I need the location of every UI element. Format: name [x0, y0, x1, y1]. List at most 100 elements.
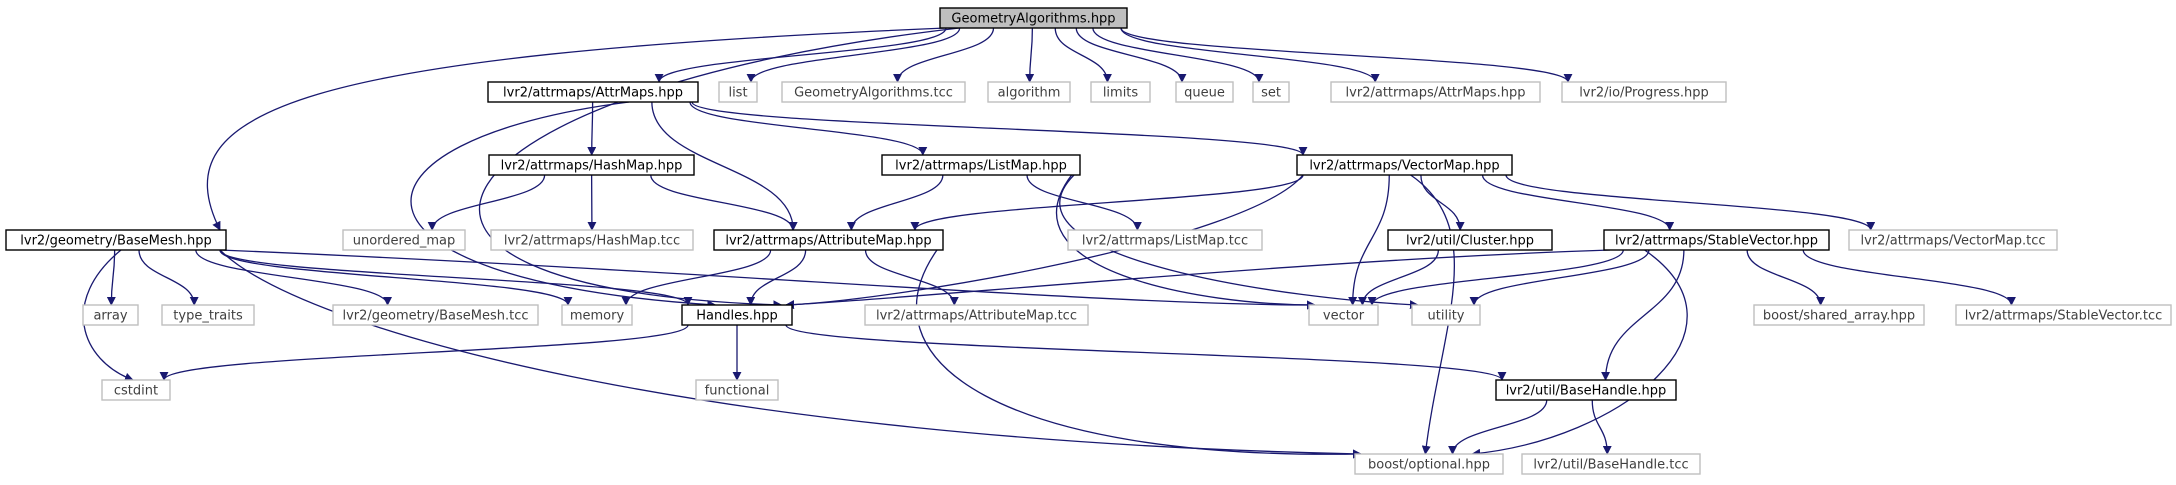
node-box — [1387, 229, 1553, 251]
node-geometry-algorithms-hpp[interactable]: GeometryAlgorithms.hpp — [939, 7, 1128, 29]
edge-basemesh-hpp-to-basemesh-tcc — [195, 249, 393, 306]
node-label: GeometryAlgorithms.hpp — [951, 12, 1115, 27]
node-box — [1955, 304, 2172, 326]
edge-geometry-algorithms-hpp-to-queue — [1075, 27, 1187, 83]
node-handles-hpp[interactable]: Handles.hpp — [681, 304, 793, 326]
node-attrmaps-attrmaps-hpp[interactable]: lvr2/attrmaps/AttrMaps.hpp — [487, 81, 699, 103]
node-type-traits: type_traits — [161, 304, 255, 326]
node-box — [987, 81, 1071, 103]
node-label: lvr2/attrmaps/HashMap.tcc — [504, 234, 680, 249]
node-box — [1175, 81, 1234, 103]
node-label: lvr2/util/Cluster.hpp — [1406, 234, 1534, 249]
edge-basehandle-hpp-to-optional-hpp — [1448, 399, 1548, 455]
edge-attributemap-hpp-to-attributemap-tcc — [864, 249, 959, 306]
node-utility: utility — [1411, 304, 1481, 326]
edge-stablevector-hpp-to-stablevector-tcc — [1802, 249, 2016, 306]
edge-hashmap-hpp-to-unordered-map — [427, 174, 546, 231]
node-box — [1067, 229, 1263, 251]
node-set: set — [1252, 81, 1290, 103]
node-box — [332, 304, 539, 326]
node-functional: functional — [695, 379, 779, 401]
node-stablevector-hpp[interactable]: lvr2/attrmaps/StableVector.hpp — [1603, 229, 1830, 251]
node-box — [681, 304, 793, 326]
edge-hashmap-hpp-to-attributemap-hpp — [650, 174, 798, 231]
node-box — [718, 81, 758, 103]
node-box — [1296, 154, 1513, 176]
node-label: set — [1261, 86, 1281, 101]
node-box — [1354, 453, 1504, 475]
node-label: boost/shared_array.hpp — [1763, 309, 1915, 324]
node-label: boost/optional.hpp — [1368, 458, 1490, 473]
edge-stablevector-hpp-to-basehandle-hpp — [1601, 249, 1685, 381]
node-box — [488, 154, 695, 176]
node-label: unordered_map — [353, 234, 456, 249]
edge-basemesh-hpp-to-cstdint — [82, 249, 134, 382]
edge-listmap-hpp-to-vector — [1055, 174, 1316, 310]
node-cstdint: cstdint — [101, 379, 171, 401]
edge-listmap-hpp-to-listmap-tcc — [1026, 174, 1142, 231]
node-label: lvr2/attrmaps/VectorMap.hpp — [1309, 159, 1499, 174]
node-memory: memory — [561, 304, 633, 326]
edge-stablevector-hpp-to-optional-hpp — [1471, 249, 1688, 458]
node-label: utility — [1428, 309, 1465, 324]
node-basehandle-hpp[interactable]: lvr2/util/BaseHandle.hpp — [1495, 379, 1677, 401]
edge-geometry-algorithms-hpp-to-attrmaps-attrmaps-hpp — [654, 27, 947, 83]
edge-geometry-algorithms-hpp-to-list — [746, 27, 961, 83]
node-hashmap-hpp[interactable]: lvr2/attrmaps/HashMap.hpp — [488, 154, 695, 176]
node-label: type_traits — [173, 309, 243, 324]
edge-attrmaps-attrmaps-hpp-to-vectormap-hpp — [691, 101, 1308, 156]
node-box — [781, 81, 966, 103]
node-box — [342, 229, 466, 251]
node-listmap-hpp[interactable]: lvr2/attrmaps/ListMap.hpp — [881, 154, 1081, 176]
node-list: list — [718, 81, 758, 103]
edge-attrmaps-attrmaps-hpp-to-listmap-hpp — [689, 101, 928, 156]
edge-basehandle-hpp-to-basehandle-tcc — [1591, 399, 1612, 455]
edge-vectormap-hpp-to-cluster-hpp — [1420, 174, 1465, 231]
edge-attrmaps-attrmaps-hpp-to-attributemap-hpp — [651, 101, 798, 231]
node-box — [1252, 81, 1290, 103]
node-label: lvr2/attrmaps/HashMap.hpp — [501, 159, 683, 174]
edge-vectormap-hpp-to-handles-hpp — [785, 174, 1304, 310]
node-label: functional — [705, 384, 770, 399]
node-label: vector — [1323, 309, 1365, 324]
edge-stablevector-hpp-to-shared-array-hpp — [1746, 249, 1826, 306]
node-label: lvr2/util/BaseHandle.tcc — [1533, 458, 1688, 473]
node-label: memory — [570, 309, 625, 324]
node-stablevector-tcc: lvr2/attrmaps/StableVector.tcc — [1955, 304, 2172, 326]
node-label: lvr2/io/Progress.hpp — [1579, 86, 1709, 101]
edge-geometry-algorithms-hpp-to-set — [1092, 27, 1264, 83]
node-label: lvr2/util/BaseHandle.hpp — [1506, 384, 1667, 399]
node-attributemap-hpp[interactable]: lvr2/attrmaps/AttributeMap.hpp — [713, 229, 944, 251]
node-box — [1308, 304, 1379, 326]
edge-vectormap-hpp-to-optional-hpp — [1410, 174, 1456, 455]
edge-geometry-algorithms-hpp-to-io-progress-hpp — [1120, 27, 1573, 83]
edge-basemesh-hpp-to-memory — [219, 249, 573, 306]
node-attrmaps-attrmaps-hpp-ext: lvr2/attrmaps/AttrMaps.hpp — [1330, 81, 1541, 103]
node-box — [487, 81, 699, 103]
node-box — [1411, 304, 1481, 326]
edge-geometry-algorithms-hpp-to-basemesh-hpp — [206, 27, 947, 231]
node-vectormap-hpp[interactable]: lvr2/attrmaps/VectorMap.hpp — [1296, 154, 1513, 176]
node-box — [1561, 81, 1727, 103]
edge-geometry-algorithms-hpp-to-attrmaps-attrmaps-hpp-ext — [1120, 27, 1380, 83]
node-basemesh-hpp[interactable]: lvr2/geometry/BaseMesh.hpp — [5, 229, 227, 251]
node-label: cstdint — [114, 384, 158, 399]
node-label: array — [93, 309, 127, 324]
node-box — [1495, 379, 1677, 401]
edge-stablevector-hpp-to-handles-hpp — [785, 249, 1611, 310]
edge-vectormap-hpp-to-vector — [1348, 174, 1390, 306]
node-box — [161, 304, 255, 326]
node-cluster-hpp[interactable]: lvr2/util/Cluster.hpp — [1387, 229, 1553, 251]
node-label: limits — [1103, 86, 1139, 101]
node-basehandle-tcc: lvr2/util/BaseHandle.tcc — [1521, 453, 1701, 475]
node-label: lvr2/attrmaps/ListMap.tcc — [1082, 234, 1248, 249]
edges-layer — [82, 27, 2016, 459]
edge-geometry-algorithms-hpp-to-handles-hpp — [479, 27, 960, 310]
node-unordered-map: unordered_map — [342, 229, 466, 251]
edge-geometry-algorithms-hpp-to-geometry-algorithms-tcc — [893, 27, 995, 83]
node-box — [101, 379, 171, 401]
edge-attrmaps-attrmaps-hpp-to-hashmap-hpp — [587, 101, 597, 156]
node-label: GeometryAlgorithms.tcc — [794, 86, 953, 101]
node-box — [1090, 81, 1151, 103]
